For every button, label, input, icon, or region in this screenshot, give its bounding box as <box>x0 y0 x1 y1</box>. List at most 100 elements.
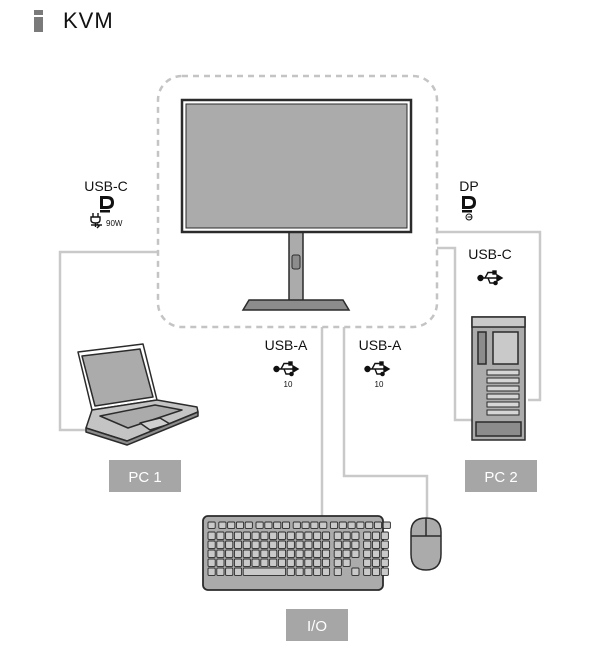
keyboard-key <box>321 567 331 576</box>
keyboard-key <box>216 558 225 567</box>
keyboard-key <box>216 531 225 540</box>
desktop-tower-icon <box>471 316 526 441</box>
keyboard-key <box>313 549 322 558</box>
dp-cable-pc2 <box>437 230 542 402</box>
keyboard-key <box>321 540 331 549</box>
keyboard-key <box>225 567 234 576</box>
usb-icon <box>273 361 300 377</box>
keyboard-key <box>342 558 351 567</box>
usb-a-left-speed: 10 <box>284 380 293 389</box>
keyboard-key <box>269 549 278 558</box>
keyboard-key <box>351 567 360 576</box>
keyboard-key <box>225 558 234 567</box>
keyboard-key <box>342 531 351 540</box>
displayport-icon <box>100 196 114 213</box>
usb-a-cable-mouse <box>342 327 429 518</box>
keyboard-key <box>242 558 251 567</box>
keyboard-key <box>342 540 351 549</box>
laptop-icon <box>77 343 199 446</box>
keyboard-key <box>351 531 360 540</box>
keyboard-key <box>207 549 216 558</box>
keyboard-key <box>260 549 269 558</box>
page-title: KVM <box>63 8 114 33</box>
pc2-tag-label: PC 2 <box>484 469 517 486</box>
keyboard-key <box>251 531 260 540</box>
usb-a-right-speed: 10 <box>375 380 384 389</box>
keyboard-key <box>233 567 243 576</box>
power-rating-label: 90W <box>106 219 123 228</box>
keyboard-key <box>242 531 251 540</box>
keyboard-key <box>225 540 234 549</box>
keyboard-key <box>260 558 269 567</box>
keyboard-key <box>281 521 291 529</box>
keyboard-key <box>333 531 342 540</box>
monitor-zone-border <box>156 74 439 329</box>
keyboard-key <box>277 558 287 567</box>
keyboard-key <box>269 558 278 567</box>
keyboard-key <box>251 549 260 558</box>
mouse-icon <box>410 517 442 571</box>
keyboard-key <box>264 521 273 529</box>
keyboard-key <box>260 540 269 549</box>
keyboard-key <box>292 521 301 529</box>
keyboard-key <box>382 521 391 529</box>
keyboard-key <box>233 531 243 540</box>
keyboard-key <box>351 549 360 558</box>
keyboard-key <box>277 540 287 549</box>
usb-c-left-label: USB-C <box>84 178 128 194</box>
keyboard-key <box>295 549 304 558</box>
keyboard-key <box>227 521 236 529</box>
keyboard-key <box>207 521 216 529</box>
keyboard-key <box>251 540 260 549</box>
keyboard-key <box>313 558 322 567</box>
keyboard-key <box>216 540 225 549</box>
keyboard-key <box>295 531 304 540</box>
keyboard-key <box>251 558 260 567</box>
monitor-icon <box>180 98 413 311</box>
keyboard-key <box>225 549 234 558</box>
keyboard-key <box>363 540 372 549</box>
pc2-tag: PC 2 <box>465 460 537 492</box>
keyboard-key <box>371 567 381 576</box>
keyboard-key <box>321 558 331 567</box>
keyboard-key <box>380 567 389 576</box>
keyboard-key <box>216 549 225 558</box>
keyboard-key <box>363 549 372 558</box>
dp-right-label: DP <box>459 178 478 194</box>
keyboard-key <box>321 531 331 540</box>
keyboard-key <box>301 521 310 529</box>
keyboard-key <box>260 531 269 540</box>
keyboard-key <box>242 540 251 549</box>
keyboard-key <box>356 521 365 529</box>
keyboard-key <box>333 549 342 558</box>
usb-a-right-label: USB-A <box>359 337 402 353</box>
keyboard-key <box>207 531 216 540</box>
displayport-icon <box>462 196 476 213</box>
usb-c-right-label: USB-C <box>468 246 512 262</box>
keyboard-key <box>304 549 313 558</box>
keyboard-key <box>216 567 225 576</box>
keyboard-key <box>333 558 342 567</box>
keyboard-key <box>218 521 227 529</box>
keyboard-key <box>321 549 331 558</box>
keyboard-key <box>244 521 253 529</box>
page-header: KVM <box>34 6 114 36</box>
cables <box>58 230 542 518</box>
keyboard-key <box>380 558 389 567</box>
keyboard-key <box>333 540 342 549</box>
keyboard-key <box>286 549 295 558</box>
keyboard-key <box>380 531 389 540</box>
keyboard-key <box>235 521 245 529</box>
keyboard-key <box>255 521 264 529</box>
keyboard-key <box>277 549 287 558</box>
keyboard-key <box>371 549 381 558</box>
keyboard-key <box>242 549 251 558</box>
usb-c-cable-pc1 <box>58 250 158 432</box>
keyboard-key <box>363 558 372 567</box>
keyboard-key <box>371 558 381 567</box>
keyboard-key <box>319 521 328 529</box>
keyboard-key <box>286 558 295 567</box>
info-icon <box>34 10 43 32</box>
keyboard-key <box>351 540 360 549</box>
io-tag-label: I/O <box>307 618 327 635</box>
